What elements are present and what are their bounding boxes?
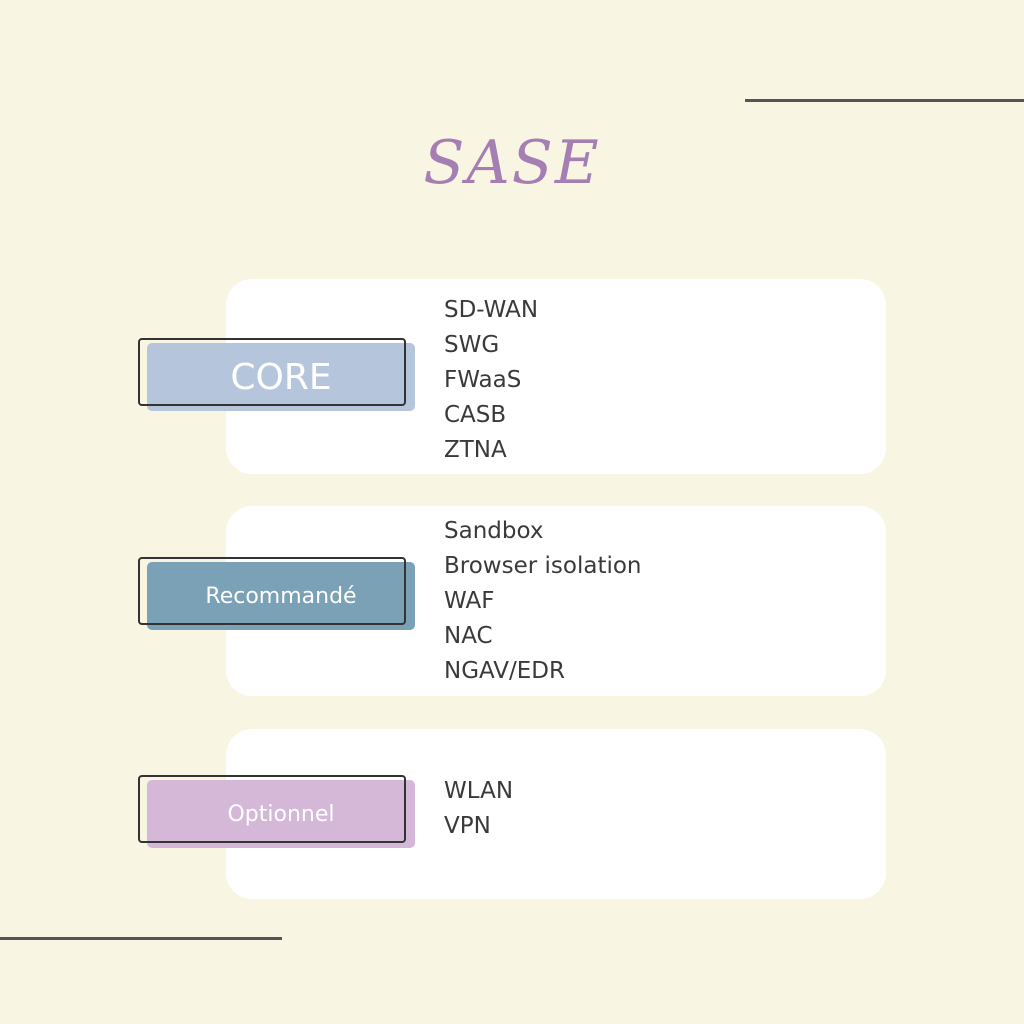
- list-item: VPN: [444, 813, 491, 839]
- list-item: SD-WAN: [444, 297, 539, 323]
- recommended-items: Sandbox Browser isolation WAF NAC NGAV/E…: [444, 514, 642, 689]
- page-title: SASE: [423, 128, 601, 198]
- tag-recommended: Recommandé: [138, 557, 415, 630]
- list-item: ZTNA: [444, 437, 507, 463]
- list-item: WLAN: [444, 778, 514, 804]
- tag-label: Optionnel: [227, 801, 335, 827]
- decorative-line-top: [745, 99, 1024, 102]
- tag-label: Recommandé: [205, 583, 357, 609]
- tag-optional: Optionnel: [138, 775, 415, 848]
- tag-label: CORE: [230, 356, 332, 398]
- list-item: NGAV/EDR: [444, 658, 565, 684]
- list-item: SWG: [444, 332, 500, 358]
- list-item: CASB: [444, 402, 507, 428]
- list-item: FWaaS: [444, 367, 522, 393]
- list-item: Sandbox: [444, 518, 544, 544]
- tag-core: CORE: [138, 338, 415, 411]
- list-item: WAF: [444, 588, 495, 614]
- decorative-line-bottom: [0, 937, 282, 940]
- core-items: SD-WAN SWG FWaaS CASB ZTNA: [444, 293, 538, 468]
- list-item: NAC: [444, 623, 493, 649]
- optional-items: WLAN VPN: [444, 774, 513, 844]
- list-item: Browser isolation: [444, 553, 642, 579]
